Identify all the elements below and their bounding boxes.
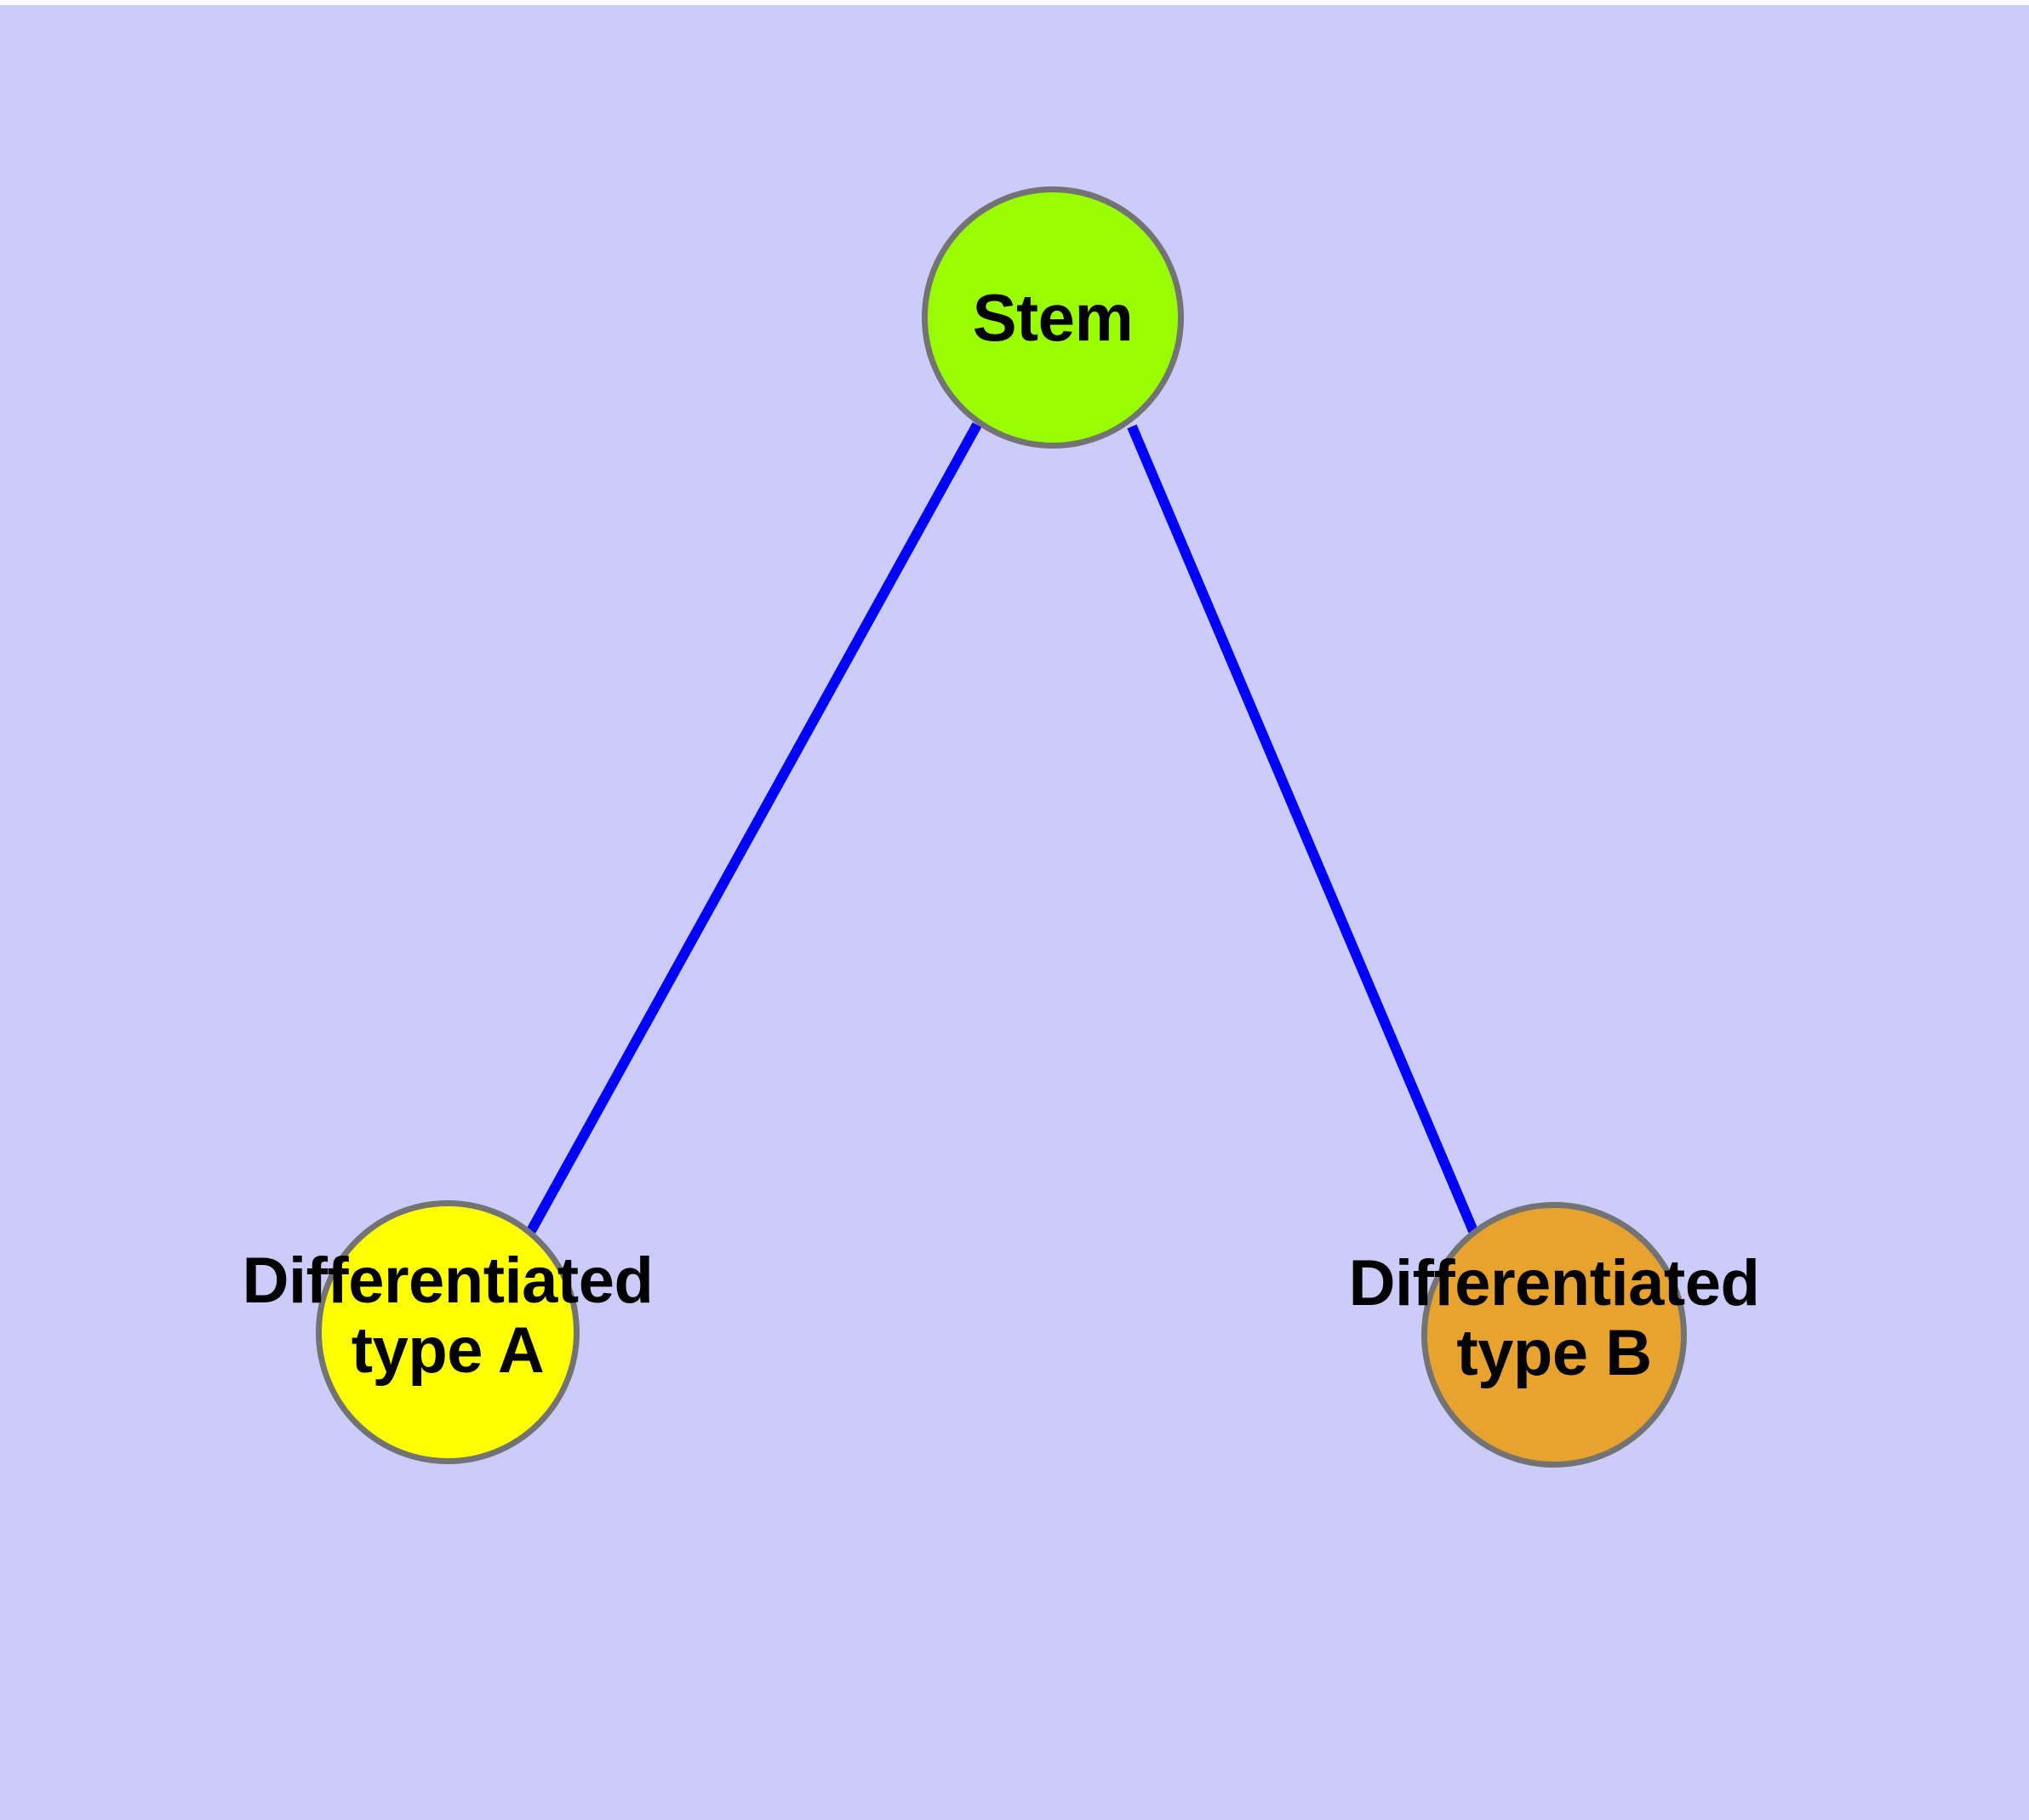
edge-layer: [526, 422, 1478, 1233]
node-differentiated-type-b-label-line-1: Differentiated: [1348, 1247, 1760, 1319]
node-differentiated-type-a-label: Differentiated type A: [107, 1245, 788, 1388]
node-layer: Stem Differentiated type A Differentiate…: [0, 5, 2029, 1820]
node-differentiated-type-b-label-line-2: type B: [1456, 1317, 1652, 1390]
node-differentiated-type-b[interactable]: [1421, 1202, 1687, 1468]
node-stem[interactable]: [922, 186, 1184, 449]
node-differentiated-type-a[interactable]: [316, 1200, 580, 1464]
node-stem-label: Stem: [972, 280, 1134, 355]
edge-stem-diff-a: [526, 422, 982, 1233]
node-differentiated-type-a-label-line-2: type A: [351, 1314, 545, 1388]
graph-panel: Stem Differentiated type A Differentiate…: [0, 5, 2029, 1820]
node-differentiated-type-a-label-line-1: Differentiated: [242, 1245, 654, 1317]
node-differentiated-type-b-label: Differentiated type B: [1214, 1247, 1895, 1390]
edge-stem-diff-b: [1127, 424, 1478, 1233]
